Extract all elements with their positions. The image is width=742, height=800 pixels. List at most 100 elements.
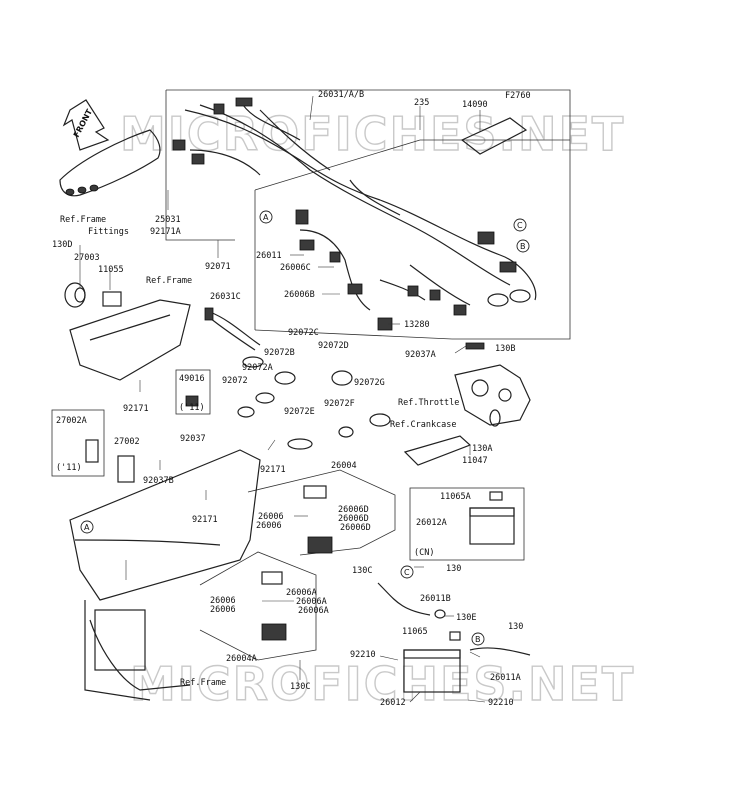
front-arrow-icon: FRONT (62, 99, 110, 151)
label-26006a-2: 26006A (296, 597, 327, 607)
label-26006c: 26006C (280, 263, 311, 273)
fuse-box-26004 (247, 469, 396, 556)
label-26012: 26012 (380, 698, 406, 708)
battery-cables (377, 582, 531, 656)
label-49016: 49016 (179, 374, 205, 384)
label-11065: 11065 (402, 627, 428, 637)
label-27002: 27002 (114, 437, 140, 447)
label-26006-1: 26006 (258, 512, 284, 522)
label-235: 235 (414, 98, 429, 108)
label-25031: 25031 (155, 215, 181, 225)
label-92171a: 92171A (150, 227, 181, 237)
label-130a: 130A (472, 444, 492, 454)
diagram-code: F2760 (505, 91, 531, 101)
label-ref-crankcase: Ref.Crankcase (390, 420, 457, 430)
part-labels: 26031/A/B 235 14090 Ref.Frame Fittings 2… (52, 90, 523, 708)
label-14090: 14090 (462, 100, 488, 110)
label-26006-4: 26006 (210, 605, 236, 615)
label-92037: 92037 (180, 434, 206, 444)
label-130e: 130E (456, 613, 476, 623)
svg-text:C: C (404, 568, 410, 577)
callout-c-top: C (513, 218, 527, 232)
svg-text:C: C (517, 221, 523, 230)
label-27002a-yr: ('11) (56, 463, 82, 473)
label-130-1: 130 (446, 564, 461, 574)
label-ref-frame-fittings-2: Fittings (88, 227, 129, 237)
label-92072f: 92072F (324, 399, 355, 409)
label-92072d: 92072D (318, 341, 349, 351)
svg-text:B: B (520, 242, 526, 251)
callout-b-top: B (516, 239, 530, 253)
label-26011a: 26011A (490, 673, 521, 683)
leader-lines (79, 95, 486, 703)
label-92171-1: 92171 (123, 404, 149, 414)
label-26011b: 26011B (420, 594, 451, 604)
label-26031-a-b: 26031/A/B (318, 90, 364, 100)
callout-a-bottom: A (80, 520, 94, 534)
label-ref-frame-fittings-1: Ref.Frame (60, 215, 106, 225)
throttle-body (454, 342, 531, 426)
callout-b-bottom: B (471, 632, 485, 646)
label-11055: 11055 (98, 265, 124, 275)
label-26006b: 26006B (284, 290, 315, 300)
crankcase-sensor (403, 409, 501, 466)
svg-text:B: B (475, 635, 481, 644)
horn-27003 (64, 282, 122, 308)
label-11047: 11047 (462, 456, 488, 466)
label-26012a: 26012A (416, 518, 447, 528)
label-13280: 13280 (404, 320, 430, 330)
harness-26031c (204, 307, 261, 351)
relay-49016-box (175, 369, 211, 415)
label-26006d-1: 26006D (338, 505, 369, 515)
label-92072e: 92072E (284, 407, 315, 417)
label-130-2: 130 (508, 622, 523, 632)
label-ref-throttle: Ref.Throttle (398, 398, 459, 408)
label-49016-yr: ('11) (179, 403, 205, 413)
label-130c-2: 130C (290, 682, 310, 692)
label-26011: 26011 (256, 251, 282, 261)
label-26006-3: 26006 (210, 596, 236, 606)
frame-fittings-panel (59, 129, 161, 197)
label-92210-2: 92210 (488, 698, 514, 708)
label-27002a: 27002A (56, 416, 87, 426)
label-92071: 92071 (205, 262, 231, 272)
svg-text:A: A (84, 523, 90, 532)
frame-main-lower (69, 449, 261, 701)
svg-text:FRONT: FRONT (72, 107, 95, 139)
label-130d: 130D (52, 240, 72, 250)
label-ref-frame-1: Ref.Frame (146, 276, 192, 286)
label-92037a: 92037A (405, 350, 436, 360)
label-26004: 26004 (331, 461, 357, 471)
label-26006d-3: 26006D (340, 523, 371, 533)
label-26006a-1: 26006A (286, 588, 317, 598)
label-130b: 130B (495, 344, 515, 354)
battery-26012 (403, 631, 461, 693)
watermark-top: MICROFICHES.NET (120, 107, 625, 161)
label-26006a-3: 26006A (298, 606, 329, 616)
callout-a-top: A (259, 210, 273, 224)
switch-27002 (117, 455, 135, 483)
label-130c-1: 130C (352, 566, 372, 576)
label-92171-2: 92171 (260, 465, 286, 475)
label-26006d-2: 26006D (338, 514, 369, 524)
label-92037b: 92037B (143, 476, 174, 486)
label-26004a: 26004A (226, 654, 257, 664)
watermark-bottom: MICROFICHES.NET (130, 657, 635, 711)
label-92072a: 92072A (242, 363, 273, 373)
main-harness-box (165, 89, 571, 340)
label-11065a: 11065A (440, 492, 471, 502)
label-92072: 92072 (222, 376, 248, 386)
label-92072b: 92072B (264, 348, 295, 358)
cover-14090 (460, 117, 528, 155)
frame-section-left (69, 299, 191, 381)
svg-text:A: A (263, 213, 269, 222)
label-92072c: 92072C (288, 328, 319, 338)
label-92072g: 92072G (354, 378, 385, 388)
label-92171-3: 92171 (192, 515, 218, 525)
label-ref-frame-2: Ref.Frame (180, 678, 226, 688)
clamps-92072 (237, 356, 391, 450)
label-27003: 27003 (74, 253, 100, 263)
main-wiring-harness (172, 97, 537, 331)
switch-27002a-box (51, 409, 105, 477)
